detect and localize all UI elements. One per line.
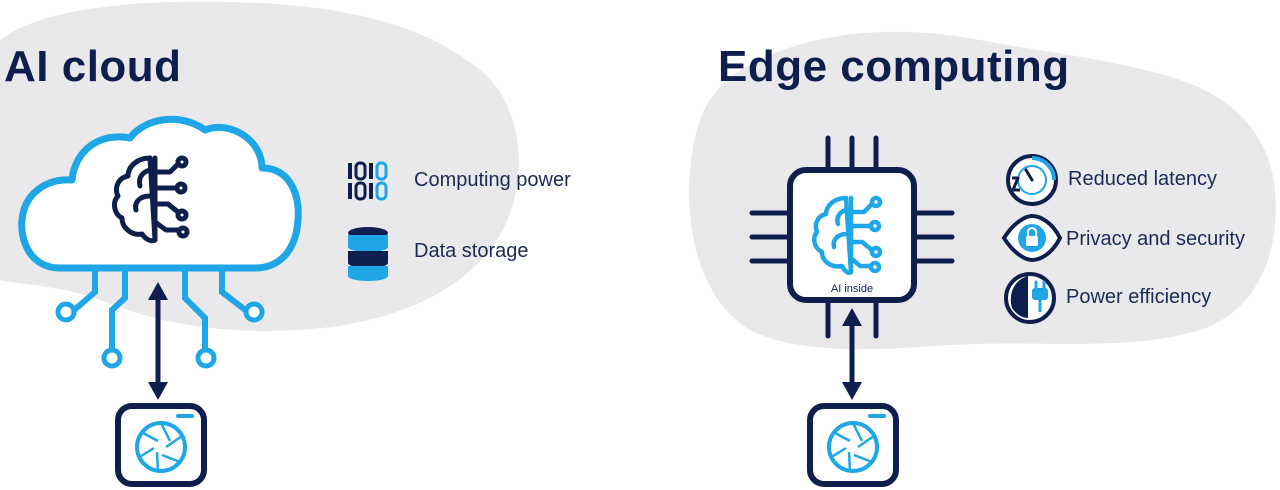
chip-pins xyxy=(749,135,955,339)
cloud-circuit-lines xyxy=(69,265,251,353)
chip-brain-icon xyxy=(812,195,883,275)
feature-computing-power: Computing power xyxy=(414,169,571,191)
database-icon xyxy=(348,227,388,281)
eye-lock-icon xyxy=(1001,213,1063,263)
cloud-outline xyxy=(18,115,302,272)
left-camera-icon xyxy=(115,403,207,487)
ai-cloud-title: AI cloud xyxy=(4,42,182,91)
leaf-plug-icon xyxy=(1004,272,1056,324)
feature-privacy-security: Privacy and security xyxy=(1066,228,1245,250)
cloud-camera-double-arrow xyxy=(148,282,168,400)
edge-computing-title: Edge computing xyxy=(718,42,1070,91)
chip-label: AI inside xyxy=(831,283,873,295)
latency-clock-icon xyxy=(1006,154,1058,206)
chip-camera-double-arrow xyxy=(842,308,862,400)
cloud-circuit-nodes xyxy=(55,301,265,369)
binary-code-icon xyxy=(348,161,388,201)
feature-power-efficiency: Power efficiency xyxy=(1066,286,1212,308)
right-camera-icon xyxy=(807,403,899,487)
ai-brain-circuit-icon xyxy=(112,155,190,244)
feature-reduced-latency: Reduced latency xyxy=(1068,168,1217,190)
feature-data-storage: Data storage xyxy=(414,240,529,262)
